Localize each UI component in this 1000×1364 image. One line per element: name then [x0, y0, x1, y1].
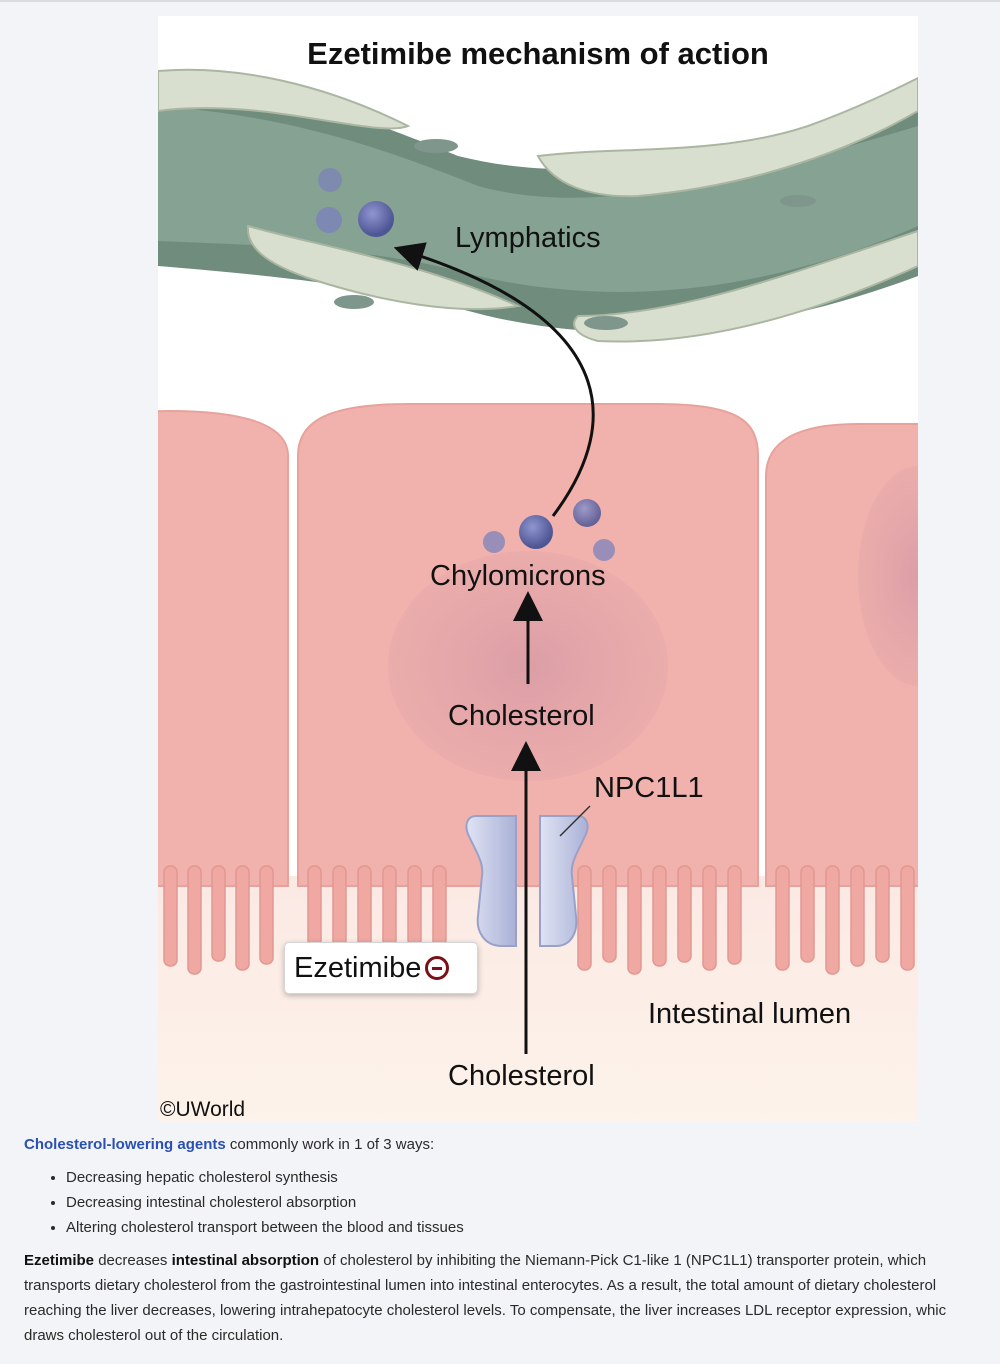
cholesterol-lowering-agents-link[interactable]: Cholesterol-lowering agents	[24, 1136, 226, 1153]
ezetimibe-term: Ezetimibe	[24, 1252, 95, 1269]
explanation-text: Cholesterol-lowering agents commonly wor…	[24, 1132, 1000, 1348]
mechanism-list: Decreasing hepatic cholesterol synthesis…	[24, 1165, 1000, 1240]
list-item: Decreasing intestinal cholesterol absorp…	[66, 1190, 1000, 1215]
paragraph-line-3: reaching the liver decreases, lowering i…	[24, 1302, 947, 1319]
lymphatic-vessel	[158, 68, 918, 343]
figure-title: Ezetimibe mechanism of action	[307, 36, 769, 71]
ezetimibe-label: Ezetimibe	[294, 951, 422, 984]
explanation-paragraph: Ezetimibe decreases intestinal absorptio…	[24, 1248, 1000, 1348]
cholesterol-lumen-label: Cholesterol	[448, 1060, 595, 1092]
intro-text: commonly work in 1 of 3 ways:	[225, 1136, 435, 1153]
paragraph-line-1: Ezetimibe decreases intestinal absorptio…	[24, 1248, 1000, 1273]
paragraph-line-4: draws cholesterol out of the circulation…	[24, 1327, 284, 1344]
figure-illustration	[158, 68, 918, 1122]
intestinal-absorption-term: intestinal absorption	[171, 1252, 320, 1269]
npc1l1-transporter	[465, 815, 589, 947]
paragraph-text: decreases	[94, 1252, 172, 1269]
mechanism-figure: Ezetimibe mechanism of action Lymphatics…	[158, 16, 918, 1122]
intro-line: Cholesterol-lowering agents commonly wor…	[24, 1132, 1000, 1157]
lymphatics-label: Lymphatics	[455, 222, 601, 254]
microvilli	[163, 865, 915, 975]
chylomicron-particles	[483, 499, 615, 561]
paragraph-text: of cholesterol by inhibiting the Niemann…	[319, 1252, 927, 1269]
npc1l1-label: NPC1L1	[594, 772, 704, 804]
ezetimibe-inhibitor-label: Ezetimibe	[284, 942, 478, 994]
copyright-notice: ©UWorld	[160, 1098, 246, 1121]
top-divider	[0, 0, 1000, 2]
paragraph-line-2: transports dietary cholesterol from the …	[24, 1277, 937, 1294]
intestinal-lumen-label: Intestinal lumen	[648, 998, 852, 1030]
cholesterol-cell-label: Cholesterol	[448, 700, 595, 732]
inhibition-icon	[425, 956, 450, 980]
intestinal-lumen-area	[158, 876, 918, 1122]
enterocyte-layer	[158, 403, 918, 887]
pathway-arrows	[393, 242, 595, 1054]
list-item: Altering cholesterol transport between t…	[66, 1215, 1000, 1240]
chylomicrons-label: Chylomicrons	[430, 560, 606, 592]
list-item: Decreasing hepatic cholesterol synthesis	[66, 1165, 1000, 1190]
